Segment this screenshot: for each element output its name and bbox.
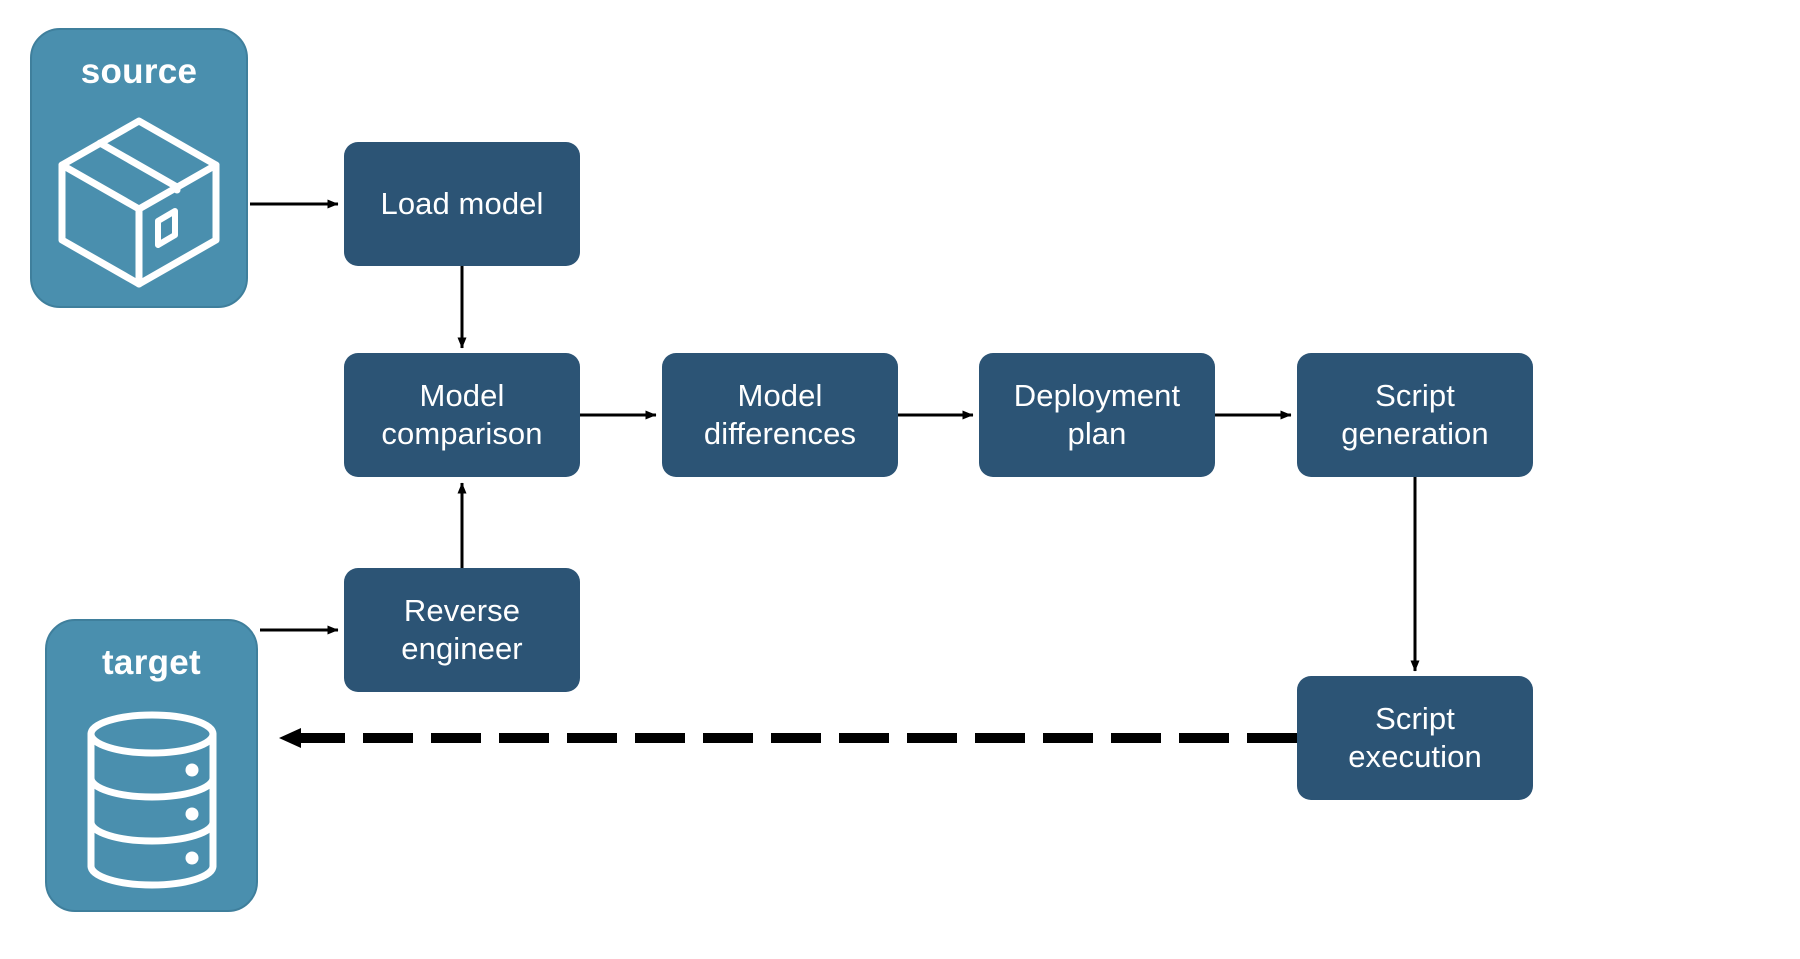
process-load-model-label: Load model (380, 186, 544, 222)
entity-target-label: target (101, 643, 202, 682)
process-deployment-plan[interactable]: Deployment plan (979, 353, 1215, 477)
database-cylinder-icon (47, 689, 256, 910)
package-box-icon (32, 98, 246, 306)
process-model-differences[interactable]: Model differences (662, 353, 898, 477)
process-model-differences-label: Model differences (703, 378, 857, 451)
process-reverse-engineer-label: Reverse engineer (401, 593, 523, 666)
entity-target[interactable]: target (45, 619, 258, 912)
process-script-execution-label: Script execution (1348, 701, 1482, 774)
process-script-generation-label: Script generation (1341, 378, 1489, 451)
process-reverse-engineer[interactable]: Reverse engineer (344, 568, 580, 692)
process-load-model[interactable]: Load model (344, 142, 580, 266)
entity-source[interactable]: source (30, 28, 248, 308)
process-model-comparison-label: Model comparison (381, 378, 543, 451)
process-script-generation[interactable]: Script generation (1297, 353, 1533, 477)
process-script-execution[interactable]: Script execution (1297, 676, 1533, 800)
process-model-comparison[interactable]: Model comparison (344, 353, 580, 477)
process-deployment-plan-label: Deployment plan (1013, 378, 1181, 451)
entity-source-label: source (80, 52, 198, 91)
